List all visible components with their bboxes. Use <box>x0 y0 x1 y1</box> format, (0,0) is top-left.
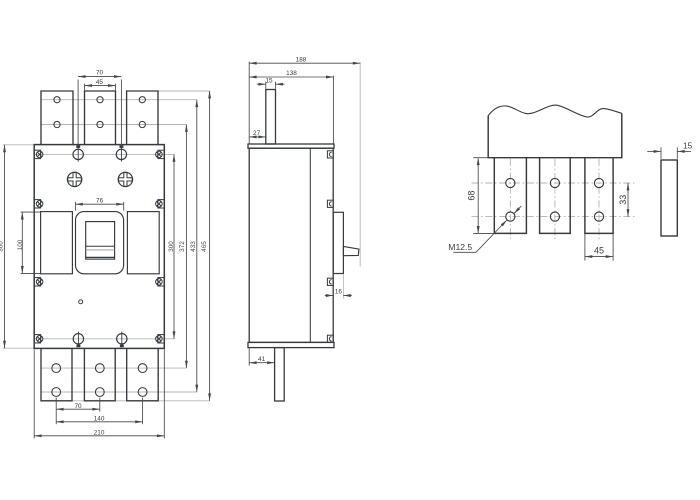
dim-label-overall-width: 210 <box>94 429 105 436</box>
dim-label-bottom-pitch: 70 <box>74 403 82 410</box>
dim-label-front-top-pitch: 70 <box>96 70 104 77</box>
detail-terminals <box>493 157 614 235</box>
dim-label-body-depth: 138 <box>286 70 297 77</box>
handle-window <box>85 221 116 260</box>
case-screw-row-1 <box>33 149 165 160</box>
break-line <box>487 104 622 118</box>
terminal-clamp-nibs <box>76 145 124 348</box>
dim-label-escutcheon-width: 76 <box>96 197 104 204</box>
detail-holes <box>505 177 605 222</box>
dim-label-handle-projection: 16 <box>335 289 343 296</box>
terminal-side-view: 15 <box>647 142 693 237</box>
dim-label-front-tab-width: 45 <box>96 79 104 86</box>
front-top-terminals <box>40 90 159 145</box>
front-dimensions <box>3 75 212 439</box>
front-view: 70 45 76 100 300 300 372 433 465 70 140 … <box>0 70 212 439</box>
dim-label-terminal-thickness: 15 <box>683 142 693 151</box>
dim-label-span-433: 433 <box>190 241 197 252</box>
side-terminal-top <box>265 88 277 145</box>
dim-label-hole-pitch: 33 <box>618 195 628 205</box>
side-clips <box>326 150 334 343</box>
front-body-group <box>33 90 166 402</box>
dim-label-bottom-span: 140 <box>94 415 105 422</box>
dim-label-terminal-length: 68 <box>467 191 477 201</box>
detail-body-outline <box>487 113 623 159</box>
dim-label-mounting-span-left: 300 <box>0 241 5 252</box>
dim-label-terminal-width: 45 <box>594 246 604 256</box>
side-view: 188 138 15 27 41 16 <box>247 56 361 402</box>
front-terminal-holes <box>51 96 148 397</box>
side-dimension-labels: 188 138 15 27 41 16 <box>253 56 343 363</box>
indicator-dot <box>78 299 84 305</box>
terminal-clamp-screws <box>72 147 128 346</box>
terminal-thickness-outline <box>660 159 678 237</box>
detail-body-group <box>487 104 623 235</box>
terminal-side-dimensions <box>647 147 691 159</box>
side-body-outline <box>248 147 334 344</box>
cover-screws <box>66 171 134 188</box>
dim-label-tab-thickness: 15 <box>265 77 273 84</box>
dim-label-mounting-span-right: 300 <box>168 241 175 252</box>
dim-label-escutcheon-height: 100 <box>17 239 24 250</box>
case-screw-row-3 <box>33 277 165 287</box>
dim-label-tab-offset-bottom: 41 <box>258 356 266 363</box>
side-escutcheon <box>332 211 345 275</box>
detail-centerlines <box>471 159 637 241</box>
front-dimension-labels: 70 45 76 100 300 300 372 433 465 70 140 … <box>0 70 208 437</box>
case-screws <box>33 149 165 344</box>
escutcheon <box>74 211 125 275</box>
breaker-body-outline <box>33 143 166 350</box>
front-construction-lines <box>2 90 210 402</box>
detail-dimensions <box>453 157 630 261</box>
thread-callout-label: M12.5 <box>448 242 472 252</box>
detail-dimension-labels: 68 33 45 M12.5 <box>448 191 628 256</box>
front-bottom-terminals <box>40 348 159 402</box>
dim-label-tab-offset-top: 27 <box>253 130 261 137</box>
side-flange-bottom <box>247 341 335 349</box>
terminal-detail-view: 68 33 45 M12.5 <box>448 104 637 261</box>
dim-label-overall-height: 465 <box>201 241 208 252</box>
side-terminal-bottom <box>273 346 285 402</box>
front-escutcheon-group <box>40 211 160 275</box>
side-dimensions <box>248 61 361 366</box>
case-screw-row-2 <box>33 199 165 209</box>
side-body-group <box>247 88 360 402</box>
cover-plate-right <box>126 211 160 275</box>
case-screw-row-4 <box>33 334 165 344</box>
cover-plate-left <box>40 211 73 275</box>
dim-label-span-372: 372 <box>179 241 186 252</box>
dim-label-overall-depth: 188 <box>296 56 307 63</box>
toggle-handle <box>342 245 360 257</box>
